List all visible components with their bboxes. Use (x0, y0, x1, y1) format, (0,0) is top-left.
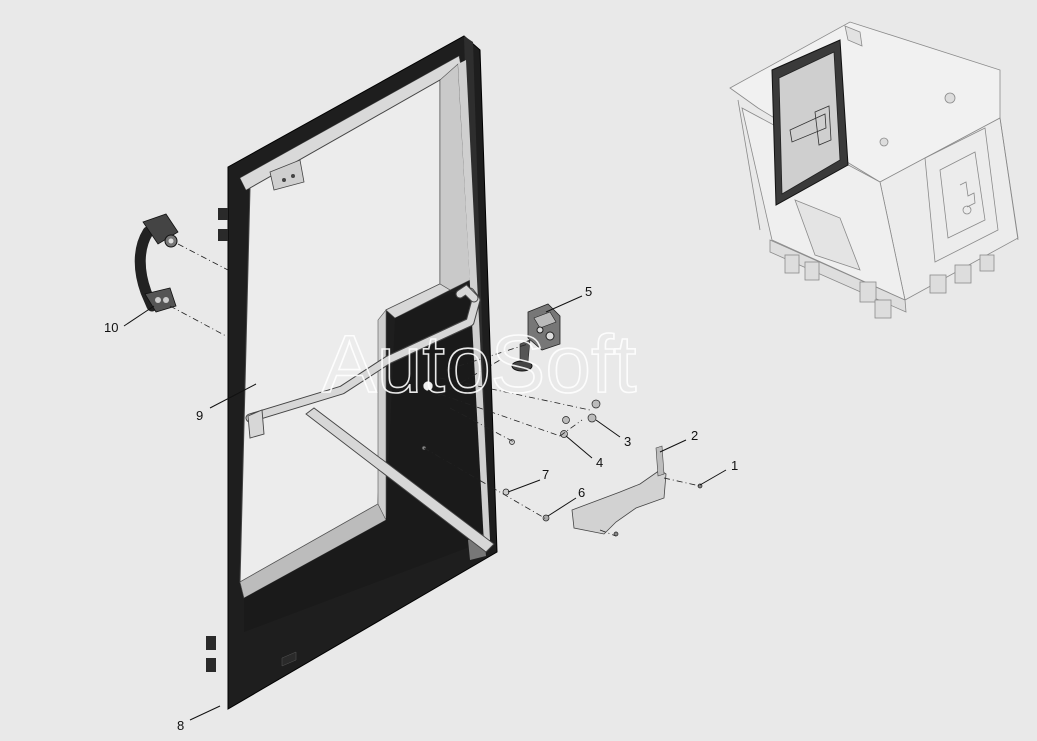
callout-labels: 1 2 3 4 5 6 7 8 9 10 (104, 284, 738, 733)
callout-10: 10 (104, 320, 118, 335)
grab-handle (134, 213, 179, 313)
bracket-plate (571, 445, 667, 535)
nut (421, 380, 703, 537)
washer (502, 439, 515, 496)
callout-1: 1 (731, 458, 738, 473)
bolt (560, 399, 601, 438)
callout-9: 9 (196, 408, 203, 423)
callout-4: 4 (596, 455, 603, 470)
watermark-text: AutoSoft (322, 319, 637, 410)
callout-2: 2 (691, 428, 698, 443)
door-handle-bar (245, 284, 495, 553)
callout-leaders (123, 295, 727, 721)
assembly-lines (169, 243, 701, 537)
cab-overview (729, 21, 1019, 319)
callout-7: 7 (542, 467, 549, 482)
callout-3: 3 (624, 434, 631, 449)
fasteners (421, 380, 703, 537)
callout-6: 6 (578, 485, 585, 500)
callout-8: 8 (177, 718, 184, 733)
door-lock (511, 303, 561, 372)
callout-5: 5 (585, 284, 592, 299)
